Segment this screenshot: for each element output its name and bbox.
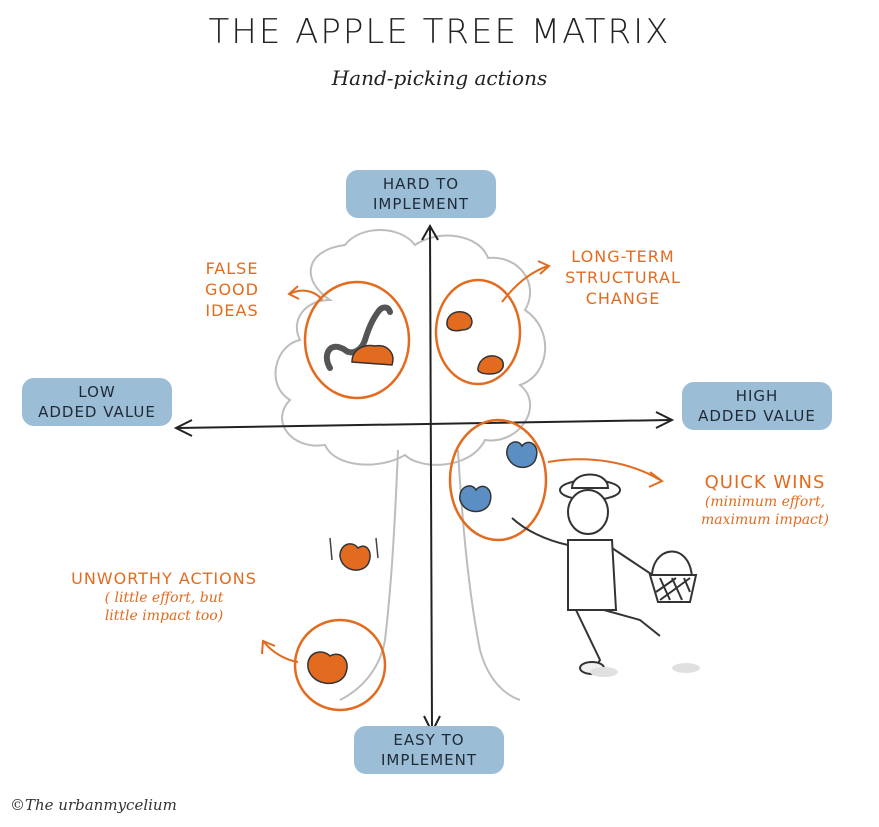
worm-apple-icon — [323, 304, 394, 371]
arrowhead-quick-wins — [648, 471, 664, 488]
axis-label-bottom: EASY TO IMPLEMENT — [354, 726, 504, 774]
axis-label-right-line: HIGH — [735, 387, 779, 405]
arrow-unworthy — [263, 641, 299, 663]
arrow-quick-wins — [547, 458, 661, 481]
label-line: STRUCTURAL — [565, 268, 681, 287]
axis-label-left-line: ADDED VALUE — [38, 403, 156, 421]
falling-apple-icon — [329, 537, 379, 571]
label-quick-wins: QUICK WINS (minimum effort, maximum impa… — [660, 472, 870, 529]
tree-trunk — [339, 449, 521, 701]
blue-apple-icon — [506, 441, 538, 469]
label-line: IDEAS — [205, 301, 259, 320]
arrowhead-long-term — [537, 260, 551, 275]
axis-label-top-line: IMPLEMENT — [372, 195, 470, 213]
axis-arrow-left — [173, 419, 193, 437]
axis-label-right: HIGH ADDED VALUE — [682, 382, 832, 430]
label-line: LONG-TERM — [571, 247, 675, 266]
axis-label-top-line: HARD TO — [382, 175, 460, 193]
quick-wins-title: QUICK WINS — [704, 472, 826, 493]
basket-icon — [648, 550, 698, 603]
circle-quick-wins — [448, 418, 548, 542]
label-line: GOOD — [205, 280, 259, 299]
circle-unworthy — [293, 618, 387, 712]
unworthy-title: UNWORTHY ACTIONS — [71, 569, 257, 588]
circle-false-good-ideas — [303, 280, 411, 400]
axis-label-bottom-line: IMPLEMENT — [380, 751, 478, 769]
arrowhead-unworthy — [261, 639, 276, 655]
axis-arrow-right — [655, 411, 675, 429]
blue-apple-icon — [459, 485, 492, 513]
quick-wins-detail: (minimum effort, — [704, 494, 826, 510]
credit-text: ©The urbanmycelium — [10, 796, 177, 814]
label-long-term: LONG-TERM STRUCTURAL CHANGE — [548, 246, 698, 309]
horizontal-axis — [177, 419, 671, 429]
arrow-false-good-ideas — [289, 289, 323, 301]
tree-canopy — [274, 229, 547, 466]
apple-icon — [446, 311, 473, 332]
circle-long-term — [434, 278, 522, 386]
axis-label-left-line: LOW — [78, 383, 116, 401]
axis-label-right-line: ADDED VALUE — [698, 407, 816, 425]
unworthy-detail: ( little effort, but — [104, 590, 224, 606]
axis-label-top: HARD TO IMPLEMENT — [346, 170, 496, 218]
label-line: CHANGE — [585, 289, 661, 308]
axis-label-bottom-line: EASY TO — [393, 731, 465, 749]
axis-label-left: LOW ADDED VALUE — [22, 378, 172, 426]
label-false-good-ideas: FALSE GOOD IDEAS — [192, 258, 272, 321]
axis-arrow-up — [421, 223, 439, 241]
arrow-long-term — [501, 265, 549, 303]
unworthy-detail: little impact too) — [104, 608, 224, 624]
apple-icon — [477, 355, 504, 375]
page-title: THE APPLE TREE MATRIX — [208, 12, 671, 52]
page-subtitle: Hand-picking actions — [331, 66, 548, 90]
farmer-figure — [511, 473, 700, 677]
label-unworthy-actions: UNWORTHY ACTIONS ( little effort, but li… — [54, 568, 274, 625]
quick-wins-detail: maximum impact) — [700, 512, 829, 528]
rotten-apple-icon — [307, 651, 348, 684]
vertical-axis — [429, 227, 433, 731]
arrowhead-false-good-ideas — [287, 285, 300, 300]
label-line: FALSE — [205, 259, 259, 278]
